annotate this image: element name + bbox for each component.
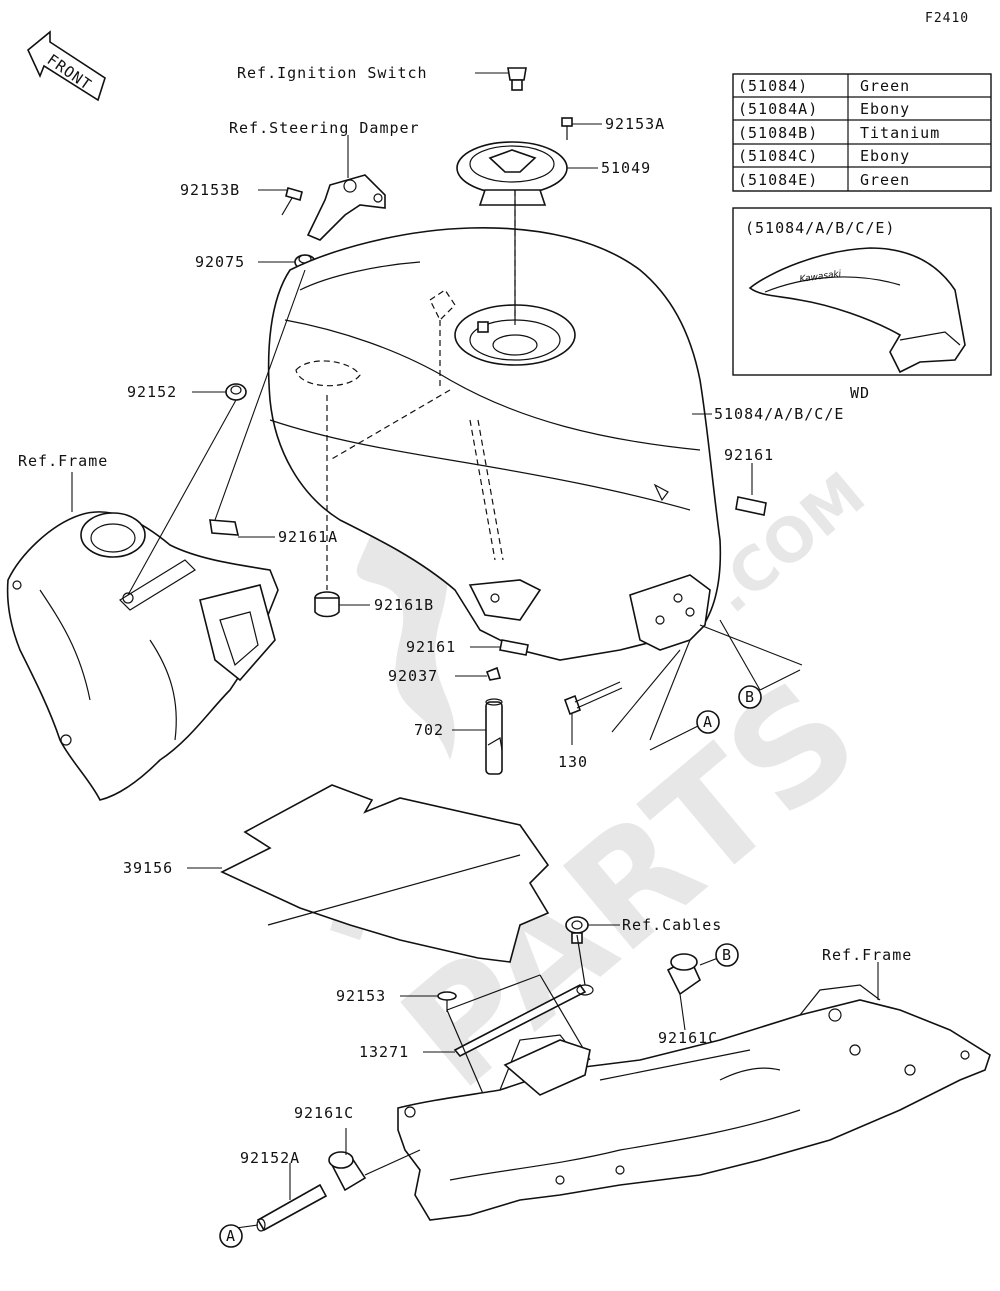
fuel-cap-51049: 51049 — [456, 141, 651, 206]
label-13271: 13271 — [359, 1043, 409, 1061]
damper-92161B: 92161B — [314, 591, 434, 618]
callout-A: A — [226, 1227, 236, 1245]
callout-circle — [715, 943, 739, 967]
label-ref-ignition-switch: Ref.Ignition Switch — [237, 64, 428, 82]
label-92153: 92153 — [336, 987, 386, 1005]
label-ref-steering-damper: Ref.Steering Damper — [229, 119, 420, 137]
label-ref-cables: Ref.Cables — [622, 916, 722, 934]
figure-code: F2410 — [925, 11, 969, 26]
inset-title: (51084/A/B/C/E) — [745, 219, 895, 237]
table-code: (51084E) — [738, 171, 818, 189]
frame-left: Ref.Frame — [6, 452, 279, 801]
color-table: (51084) Green (51084A) Ebony (51084B) Ti… — [732, 73, 992, 192]
inset-caption: WD — [850, 384, 870, 402]
bolt-130: 130 — [558, 681, 623, 771]
label-92153A: 92153A — [605, 115, 665, 133]
fuel-tank-51084: 51084/A/B/C/E — [267, 190, 844, 661]
steering-damper-bracket: Ref.Steering Damper — [229, 119, 420, 241]
collar-92152: 92152 — [127, 383, 247, 401]
watermark-suffix: .COM — [698, 459, 879, 627]
label-92161C-upper: 92161C — [658, 1029, 718, 1047]
clip-92037: 92037 — [388, 666, 502, 685]
damper-92161C-upper: 92161C B — [658, 943, 739, 1047]
callout-A: A — [703, 713, 713, 731]
table-color: Ebony — [860, 147, 910, 165]
table-color: Green — [860, 171, 910, 189]
mat-39156: 39156 — [123, 784, 550, 963]
bolt-92153B: 92153B — [180, 181, 303, 216]
label-92153B: 92153B — [180, 181, 240, 199]
label-92152: 92152 — [127, 383, 177, 401]
label-92075: 92075 — [195, 253, 245, 271]
front-arrow-icon: FRONT — [27, 30, 106, 102]
strap-13271: 13271 — [359, 934, 594, 1111]
pad-92161-lower: 92161 — [406, 638, 529, 656]
label-92161C-lower: 92161C — [294, 1104, 354, 1122]
callout-circle — [696, 710, 720, 734]
inset-box: (51084/A/B/C/E) Kawasaki WD — [732, 207, 992, 402]
label-92161-lower: 92161 — [406, 638, 456, 656]
label-ref-frame-left: Ref.Frame — [18, 452, 108, 470]
label-702: 702 — [414, 721, 444, 739]
table-color: Ebony — [860, 100, 910, 118]
callout-circle — [219, 1224, 243, 1248]
callout-B: B — [745, 688, 755, 706]
pad-92161A: 92161A — [209, 519, 338, 546]
table-code: (51084B) — [738, 124, 818, 142]
ignition-switch-bolt: Ref.Ignition Switch — [237, 64, 527, 91]
label-ref-frame-right: Ref.Frame — [822, 946, 912, 964]
table-code: (51084C) — [738, 147, 818, 165]
frame-right: Ref.Frame — [397, 946, 991, 1221]
label-92161B: 92161B — [374, 596, 434, 614]
screw-92153: 92153 — [336, 987, 457, 1012]
table-color: Titanium — [860, 124, 940, 142]
screw-92153A: 92153A — [561, 115, 665, 140]
callout-lines: A B — [611, 619, 803, 751]
table-code: (51084) — [738, 77, 808, 95]
label-92161A: 92161A — [278, 528, 338, 546]
callout-B: B — [722, 946, 732, 964]
label-92161-upper: 92161 — [724, 446, 774, 464]
damper-92161C-lower: 92161C — [294, 1104, 421, 1192]
label-39156: 39156 — [123, 859, 173, 877]
table-code: (51084A) — [738, 100, 818, 118]
hose-702: 702 — [414, 698, 503, 775]
label-130: 130 — [558, 753, 588, 771]
table-color: Green — [860, 77, 910, 95]
label-51049: 51049 — [601, 159, 651, 177]
pad-92161-upper: 92161 — [724, 446, 774, 516]
callout-circle — [738, 685, 762, 709]
label-92152A: 92152A — [240, 1149, 300, 1167]
collar-92152A: 92152A A — [219, 1149, 328, 1248]
label-51084: 51084/A/B/C/E — [714, 405, 844, 423]
label-92037: 92037 — [388, 667, 438, 685]
